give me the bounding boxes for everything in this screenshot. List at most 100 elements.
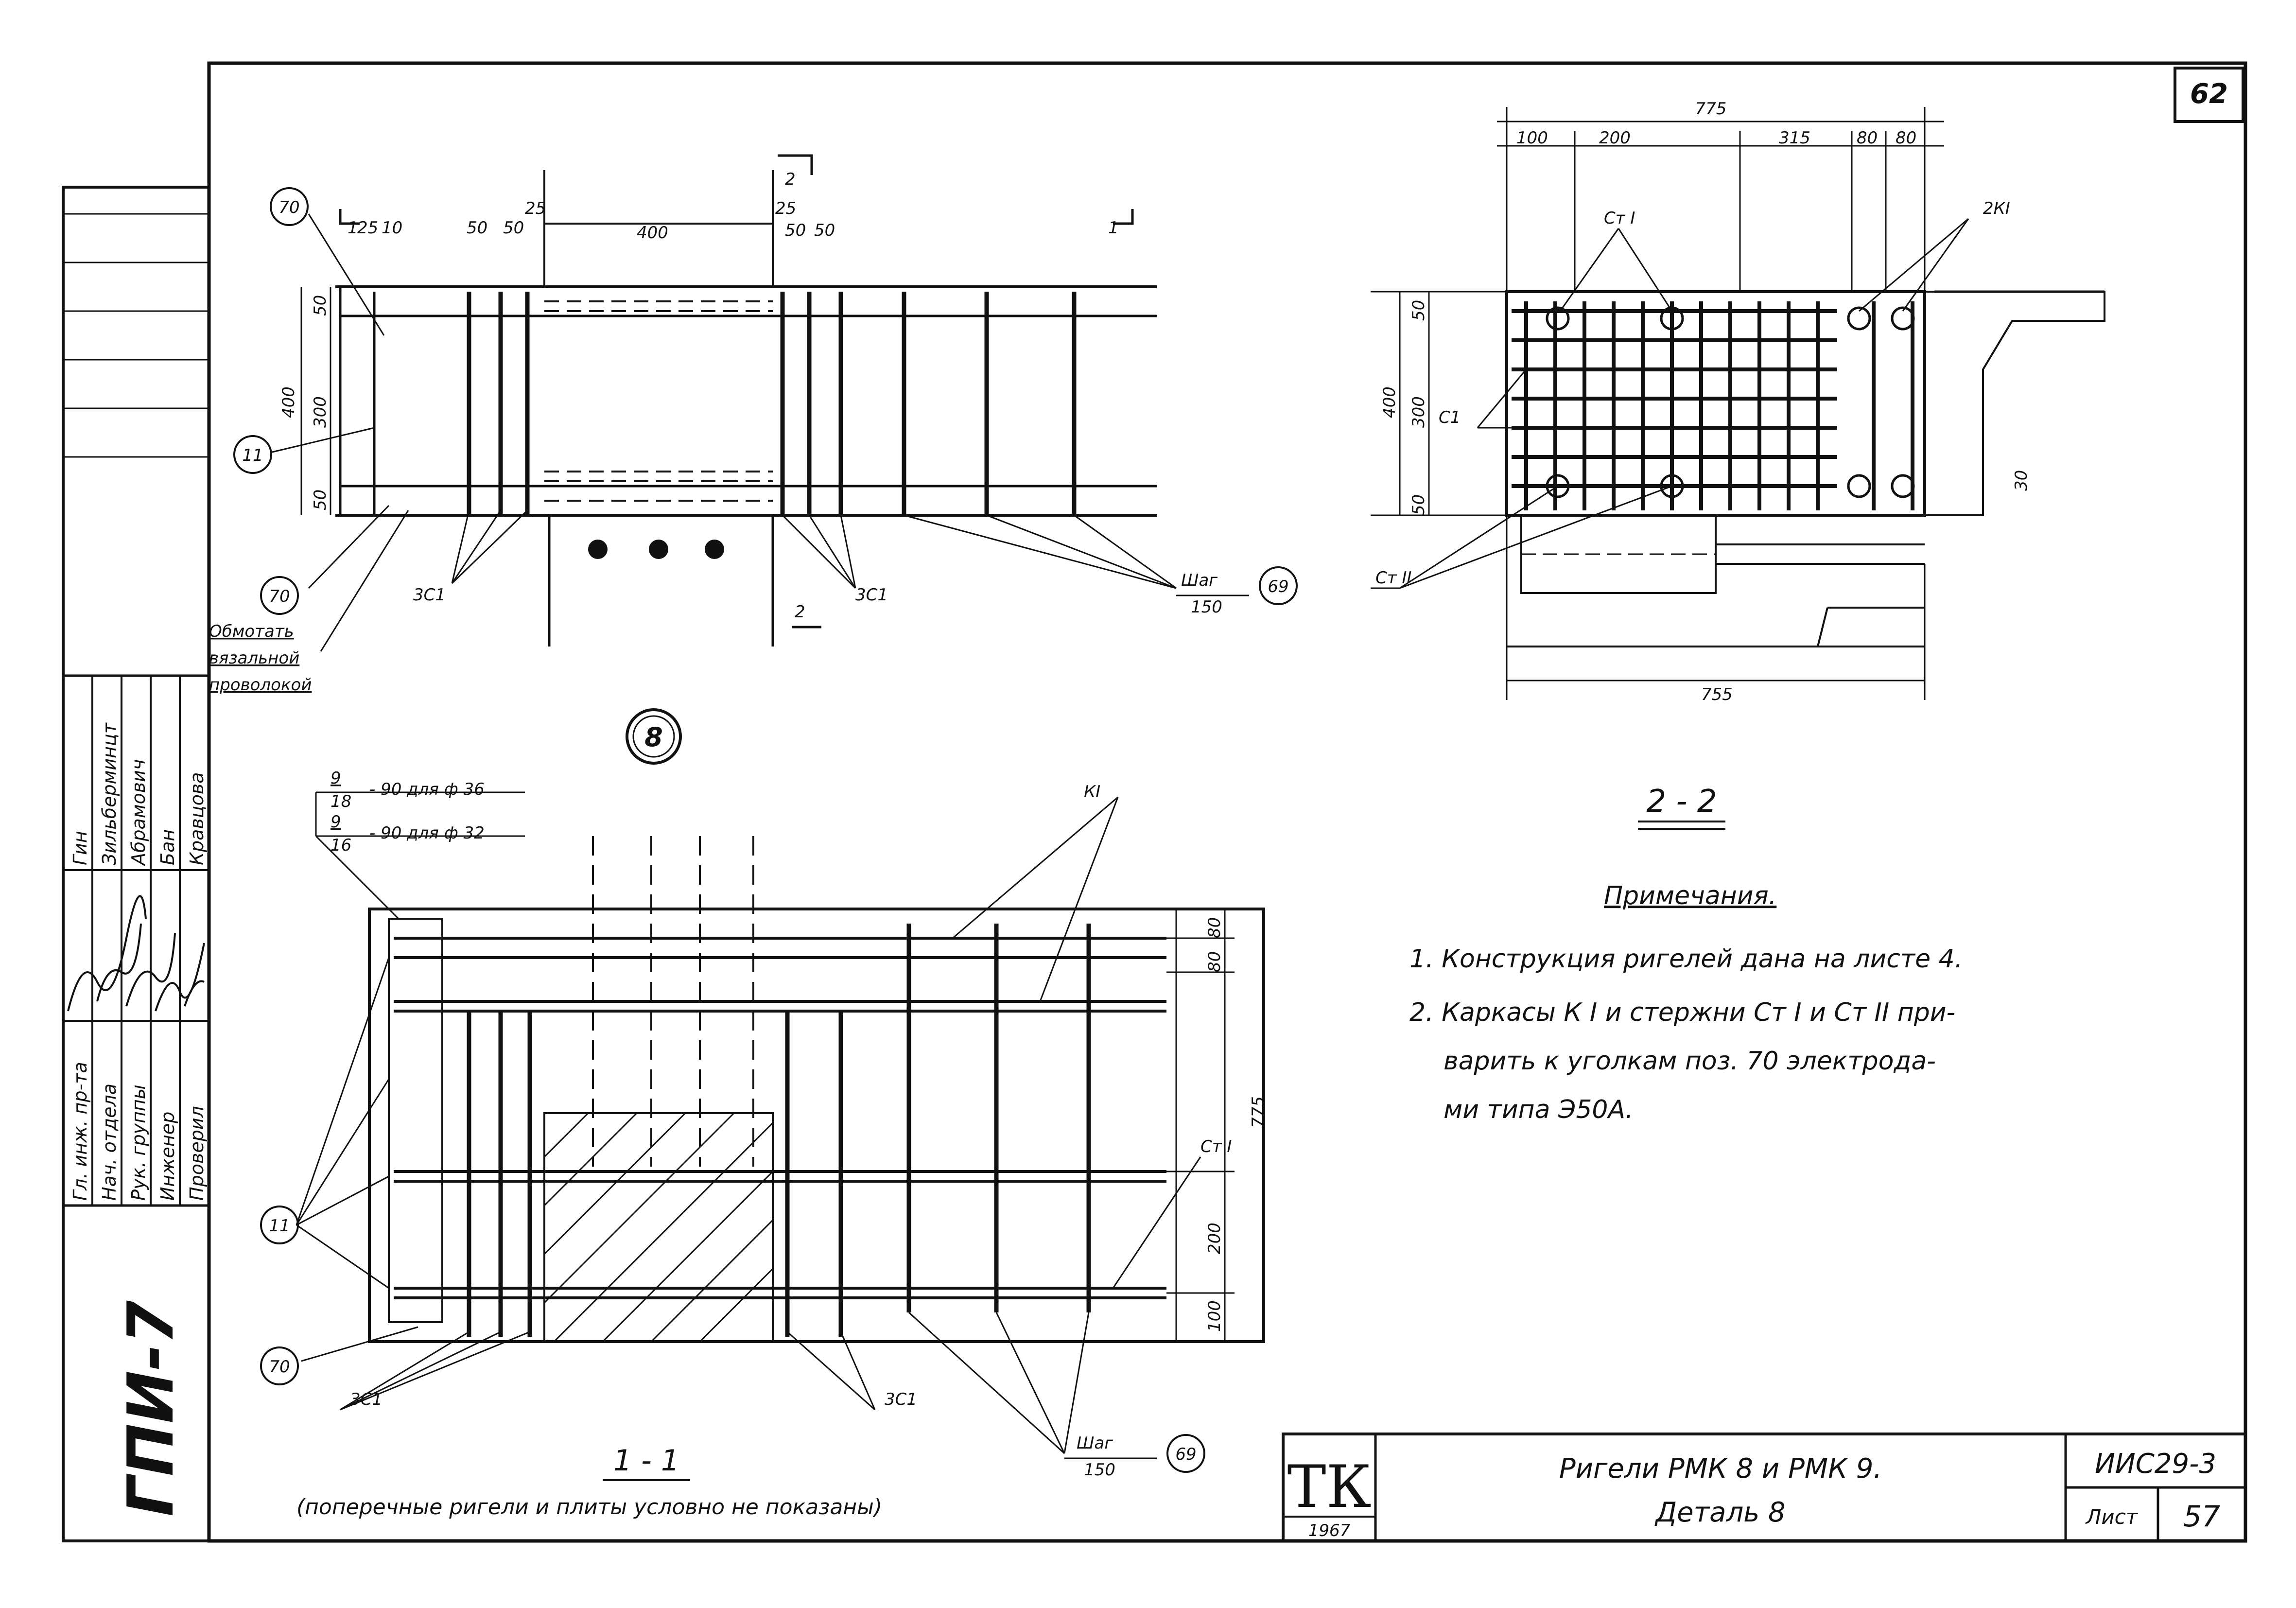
series-code: ИИС29-3 [2095,1448,2216,1480]
stamp-role-3: Рук. группы [128,1084,149,1201]
view2-dim-200: 200 [1599,128,1631,148]
dim-right-80b: 80 [1205,951,1224,972]
view2-dim-left-300: 300 [1409,396,1428,428]
sheet-frame [207,61,2247,1543]
sec2-mark-top: 2 [785,170,796,189]
stamp-name-1: Гин [70,831,91,865]
label-pitch-bottom: Шаг [1077,1433,1113,1453]
stamp-role-2: Нач. отдела [99,1084,120,1201]
stamp-role-1: Гл. инж. пр-та [70,1062,91,1201]
sheet-number: 57 [2183,1500,2220,1534]
detail-mark: 8 [644,722,663,752]
notes-line-2: 2. Каркасы К I и стержни Ст I и Ст II пр… [1409,998,1955,1027]
sheet-label: Лист [2085,1505,2139,1529]
view2-dim-775: 775 [1695,99,1727,119]
corner-number-box [2174,67,2244,123]
callout-70-top: 70 [278,198,299,217]
callout-69-top: 69 [1268,577,1288,596]
stamp-name-3: Абрамович [128,759,149,867]
frac2-num: 9 [330,812,341,832]
view-1-1-bottom [260,791,1265,1481]
view1-bottom-title: 1 - 1 [613,1444,679,1478]
stamp-signatures [67,895,205,1012]
label-3c1-bottom-left: 3C1 [350,1390,383,1409]
stamp-name-2: Зильберминцт [99,722,120,865]
view2-label-st1: Ст I [1604,209,1635,228]
frac2-den: 16 [330,836,351,855]
frac1-den: 18 [330,792,351,811]
label-3c1-bottom-right: 3C1 [885,1390,917,1409]
grid-mesh [1512,301,1914,510]
stamp-role-5: Проверил [186,1106,208,1201]
label-st1-bottom: Ст I [1200,1137,1232,1156]
dim-right-80a: 80 [1205,917,1224,938]
dim-left-50a: 50 [311,295,330,316]
view2-label-st2: Ст II [1375,568,1411,588]
dim-top-10: 10 [382,218,402,238]
view2-dim-right-30: 30 [2012,470,2031,491]
slab-section [1924,291,2105,516]
view2-dim-315: 315 [1779,128,1810,148]
wire-note-3: проволокой [209,675,312,695]
dim-top-25: 25 [357,218,378,238]
callout-70-mid: 70 [269,587,290,606]
dim-top-50b: 50 [503,218,524,238]
view2-dim-left-400: 400 [1380,386,1399,418]
view2-label-2k1: 2КI [1983,199,2010,218]
corner-number: 62 [2190,78,2228,110]
view2-dim-755: 755 [1701,685,1733,704]
title-line-1: Ригели РМК 8 и РМК 9. [1559,1453,1882,1485]
dim-top-50c: 50 [785,221,806,240]
label-pitch: Шаг [1181,571,1218,590]
sec1-mark-left: 1 [348,218,358,238]
dim-right-775: 775 [1249,1096,1268,1128]
view-2-2 [1371,107,2105,830]
wire-note-1: Обмотать [209,622,294,641]
stamp-column: Гл. инж. пр-та Нач. отдела Рук. группы И… [62,186,210,1542]
dim-left-400: 400 [279,386,298,418]
view2-label-c1: С1 [1439,408,1461,427]
notes-line-4: ми типа Э50А. [1444,1095,1634,1124]
title-year: 1967 [1308,1521,1351,1540]
stamp-name-5: Кравцова [186,772,208,865]
stamp-role-4: Инженер [157,1112,178,1201]
sec1-mark-right: 1 [1108,218,1119,238]
notes-line-3: варить к уголкам поз. 70 электрода- [1444,1047,1936,1076]
dim-top-50a: 50 [467,218,487,238]
label-k1: КI [1084,782,1100,802]
dim-top-25c: 25 [775,199,796,218]
callout-70-bottom: 70 [269,1357,290,1377]
callout-69-bottom: 69 [1175,1445,1196,1464]
title-line-2: Деталь 8 [1654,1497,1785,1528]
stamp-name-4: Бан [157,829,178,865]
dim-right-100: 100 [1205,1300,1224,1332]
sec2-mark-bottom: 2 [795,602,805,622]
callout-11-bottom: 11 [269,1216,290,1236]
dim-top-25b: 25 [525,199,546,218]
label-3c1-left: 3C1 [413,585,446,605]
view2-title: 2 - 2 [1646,784,1717,820]
wire-note-2: вязальной [209,648,299,668]
dim-left-300: 300 [311,396,330,428]
dim-right-200: 200 [1205,1223,1224,1254]
notes-line-1: 1. Конструкция ригелей дана на листе 4. [1409,944,1963,974]
label-3c1-right: 3C1 [855,585,888,605]
label-pitch-value: 150 [1191,597,1222,617]
detail-mark-circle [626,708,682,765]
view2-dim-80a: 80 [1857,128,1878,148]
label-pitch-bottom-value: 150 [1084,1460,1115,1480]
frac1-text: - 90 для ф 36 [369,780,485,799]
logo-tk: ТК [1287,1453,1372,1521]
view2-dim-left-50b: 50 [1409,494,1428,515]
view1-bottom-subtitle: (поперечные ригели и плиты условно не по… [296,1495,882,1520]
view2-dim-80b: 80 [1896,128,1916,148]
dim-top-50d: 50 [814,221,835,240]
view2-dim-left-50a: 50 [1409,300,1428,321]
callout-11-top: 11 [242,446,263,465]
dim-top-400: 400 [637,223,668,243]
dim-left-50b: 50 [311,489,330,510]
frac2-text: - 90 для ф 32 [369,823,485,843]
view-1-1-top [233,154,1298,652]
title-block [1282,1433,2247,1542]
